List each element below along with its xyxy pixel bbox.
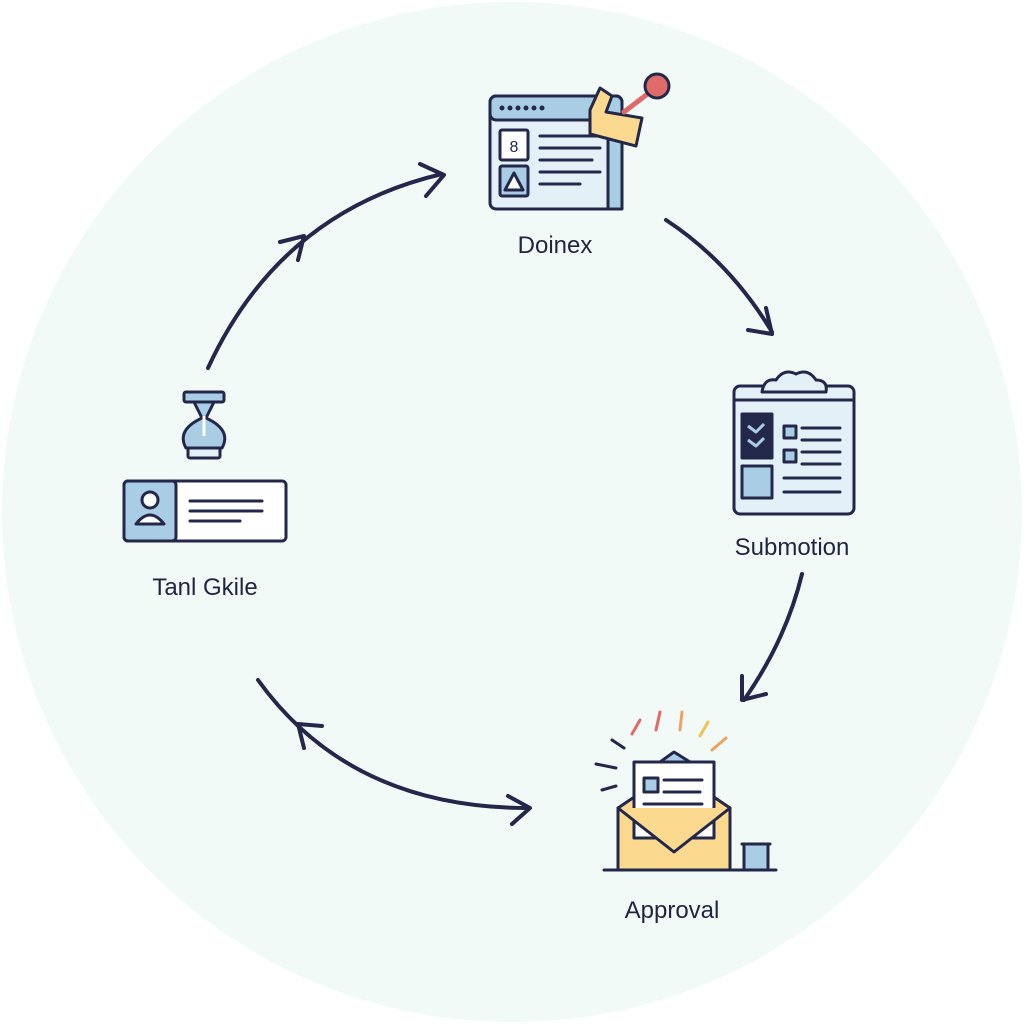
arrow-right-to-bottom xyxy=(742,572,804,702)
arrowhead-right xyxy=(746,306,774,336)
node-label-right: Submotion xyxy=(734,534,850,561)
envelope-document-icon xyxy=(594,710,778,872)
svg-text:8: 8 xyxy=(510,139,519,156)
checklist-clipboard-icon xyxy=(732,370,856,516)
arrow-left-to-top-mid xyxy=(278,234,306,262)
arrow-bottom-left-curve xyxy=(256,678,530,810)
node-label-left: Tanl Gkile xyxy=(152,574,258,601)
node-label-bottom: Approval xyxy=(624,897,720,924)
arrow-top-to-right xyxy=(664,218,774,334)
profile-card-icon xyxy=(122,479,288,543)
arrow-bottom-left-mid xyxy=(296,722,324,750)
node-label-top: Doinex xyxy=(517,232,593,259)
browser-window-icon: 8 xyxy=(488,72,671,211)
arrowhead-bottom xyxy=(740,674,768,702)
vase-icon xyxy=(181,390,227,460)
arrowhead-bottom-right xyxy=(506,794,532,826)
arrowhead-top xyxy=(418,162,446,198)
